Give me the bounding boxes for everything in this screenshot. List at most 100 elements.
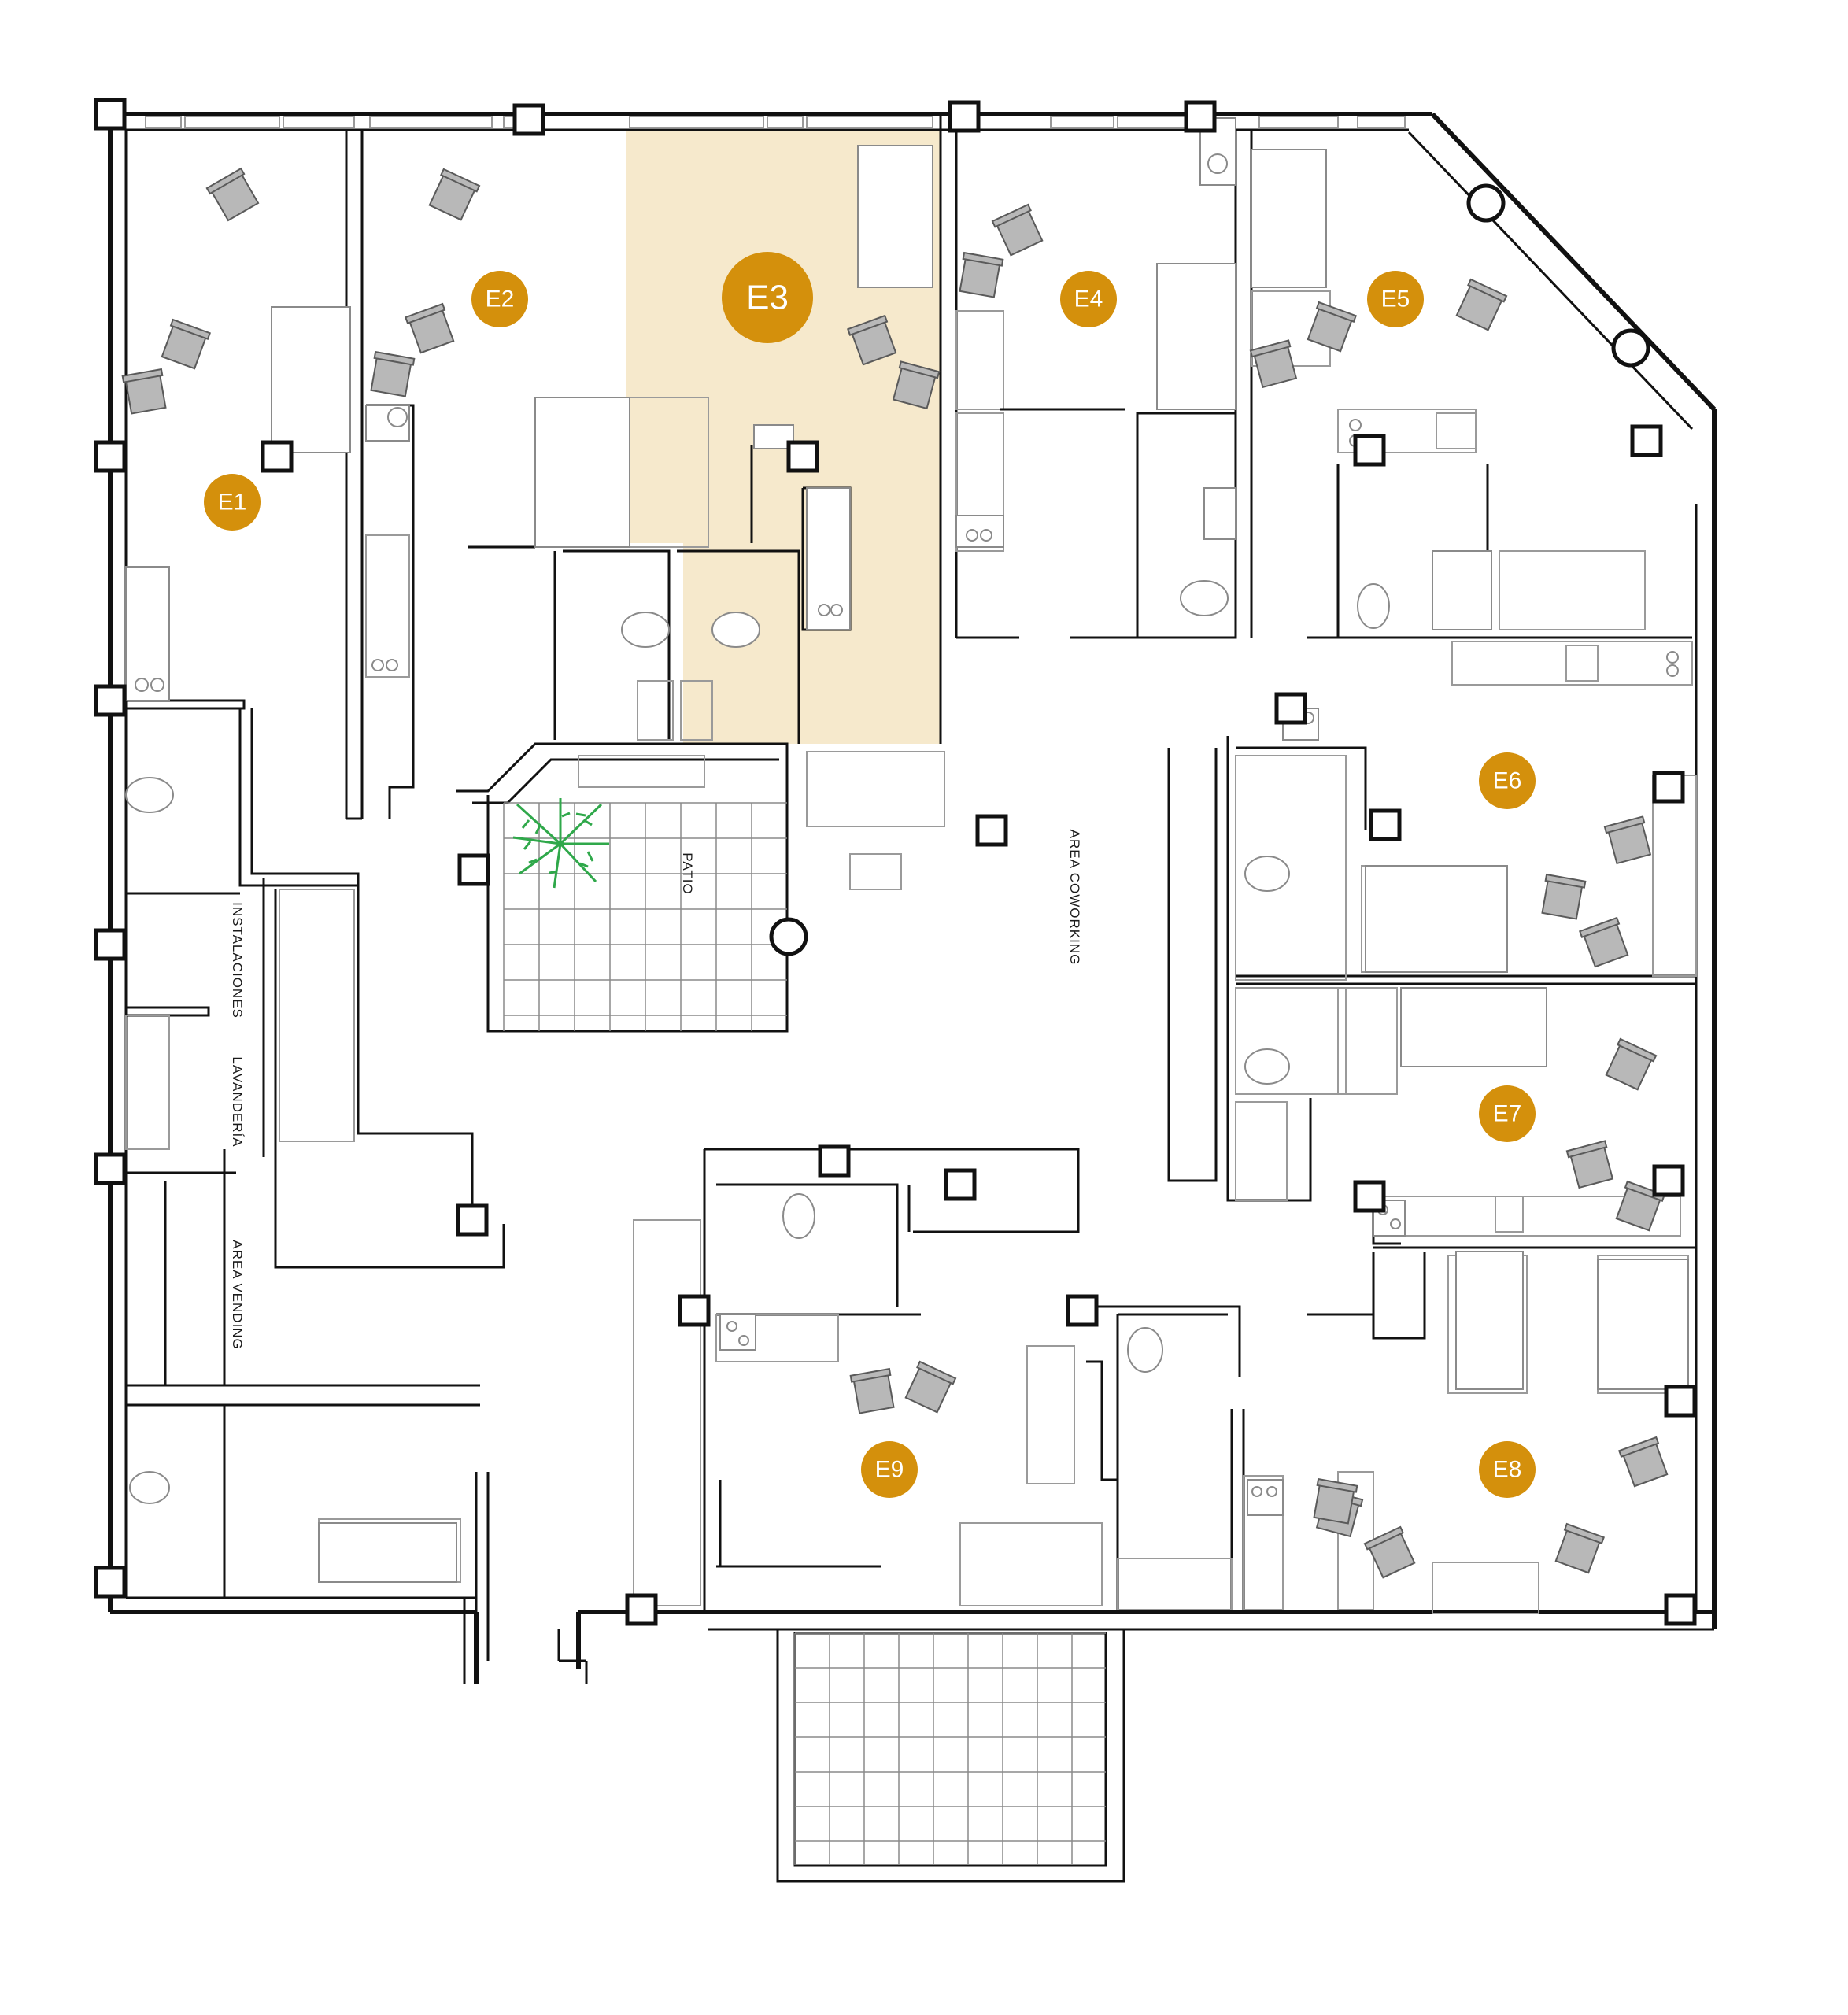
- svg-text:E2: E2: [486, 287, 515, 312]
- unit-badge-e2[interactable]: E2: [471, 271, 528, 327]
- chair-back: [846, 314, 889, 336]
- svg-text:E4: E4: [1074, 287, 1103, 312]
- chairs: [121, 167, 1669, 1579]
- laundry-label: LAVANDERÍA: [230, 1056, 245, 1147]
- column-square: [94, 1152, 127, 1185]
- unit-badge-e7[interactable]: E7: [1479, 1085, 1536, 1142]
- chair-back: [991, 203, 1032, 228]
- coworking-label: AREA COWORKING: [1067, 830, 1082, 966]
- chair-back: [1363, 1525, 1404, 1551]
- outer-walls: [108, 112, 1717, 1684]
- column-square: [1652, 1164, 1685, 1197]
- zone-labels: PATIO AREA COWORKING INSTALACIONES LAVAN…: [230, 830, 1082, 1350]
- chair-back: [962, 251, 1004, 267]
- chair-icon: [1578, 916, 1629, 968]
- vending-label: AREA VENDING: [230, 1240, 245, 1350]
- furniture: [125, 117, 1689, 1583]
- svg-text:E9: E9: [875, 1457, 904, 1483]
- chair-icon: [959, 251, 1004, 298]
- column-square: [625, 1593, 658, 1626]
- chair-icon: [892, 360, 941, 410]
- column-square: [94, 684, 127, 717]
- chair-icon: [849, 1367, 895, 1414]
- column-square: [975, 814, 1008, 847]
- patio: [456, 742, 945, 1033]
- column-square: [1066, 1294, 1099, 1327]
- column-square: [948, 100, 981, 133]
- chair-back: [1563, 1522, 1606, 1544]
- column-square: [1184, 100, 1217, 133]
- column-square: [1664, 1385, 1697, 1418]
- structural-columns: [94, 98, 1697, 1626]
- column-square: [1353, 1180, 1386, 1213]
- patio-label: PATIO: [680, 852, 695, 895]
- interior-walls: [124, 114, 1697, 1677]
- chair-back: [1603, 815, 1646, 834]
- chair-icon: [205, 167, 260, 222]
- chair-icon: [1615, 1180, 1666, 1232]
- chair-icon: [161, 318, 212, 370]
- column-square: [261, 440, 294, 473]
- chair-icon: [370, 350, 416, 397]
- chair-back: [1315, 301, 1358, 323]
- chair-icon: [404, 302, 455, 354]
- svg-text:E5: E5: [1381, 287, 1410, 312]
- chair-back: [1578, 916, 1621, 938]
- chair-icon: [1249, 339, 1298, 389]
- installations-label: INSTALACIONES: [230, 902, 245, 1019]
- column-square: [94, 98, 127, 131]
- chair-icon: [1603, 815, 1652, 865]
- unit-badge-e6[interactable]: E6: [1479, 752, 1536, 809]
- chair-back: [898, 360, 941, 379]
- chair-back: [1249, 339, 1292, 358]
- chair-icon: [1455, 278, 1508, 331]
- chair-back: [440, 168, 481, 193]
- chair-back: [1467, 278, 1508, 303]
- round-columns: [769, 183, 1650, 956]
- chair-icon: [904, 1360, 957, 1414]
- chair-icon: [1307, 301, 1358, 353]
- chair-icon: [1313, 1477, 1358, 1525]
- chair-back: [916, 1360, 957, 1385]
- column-square: [1630, 424, 1663, 457]
- chair-back: [404, 302, 446, 324]
- chair-icon: [1554, 1522, 1606, 1574]
- chair-icon: [991, 203, 1044, 257]
- unit-badge-e3[interactable]: E3: [722, 252, 813, 343]
- chair-icon: [1617, 1436, 1669, 1488]
- column-square: [786, 440, 819, 473]
- unit-badge-e1[interactable]: E1: [204, 474, 261, 531]
- column-square: [1353, 434, 1386, 467]
- patio-tiles: [503, 802, 787, 1031]
- unit-badge-e4[interactable]: E4: [1060, 271, 1117, 327]
- unit-badge-e5[interactable]: E5: [1367, 271, 1424, 327]
- chair-back: [169, 318, 212, 340]
- chair-back: [205, 167, 246, 195]
- column-square: [94, 1566, 127, 1599]
- unit-badge-e8[interactable]: E8: [1479, 1441, 1536, 1498]
- svg-text:E6: E6: [1493, 768, 1522, 794]
- chair-back: [1316, 1477, 1358, 1493]
- column-square: [94, 440, 127, 473]
- chair-icon: [1605, 1037, 1658, 1091]
- chair-back: [1617, 1436, 1660, 1458]
- unit-badge-e9[interactable]: E9: [861, 1441, 918, 1498]
- chair-back: [849, 1367, 892, 1383]
- chair-icon: [1565, 1140, 1614, 1189]
- chair-icon: [846, 314, 897, 366]
- chair-back: [121, 368, 164, 383]
- chair-icon: [428, 168, 481, 221]
- column-square: [457, 853, 490, 886]
- chair-icon: [1363, 1525, 1416, 1579]
- svg-text:E7: E7: [1493, 1101, 1522, 1127]
- chair-back: [373, 350, 416, 366]
- column-square: [1369, 808, 1402, 841]
- chair-back: [1565, 1140, 1608, 1159]
- chair-icon: [121, 368, 167, 415]
- column-square: [456, 1203, 489, 1237]
- column-square: [1652, 771, 1685, 804]
- chair-back: [1544, 873, 1587, 889]
- column-square: [94, 928, 127, 961]
- column-square: [512, 103, 545, 136]
